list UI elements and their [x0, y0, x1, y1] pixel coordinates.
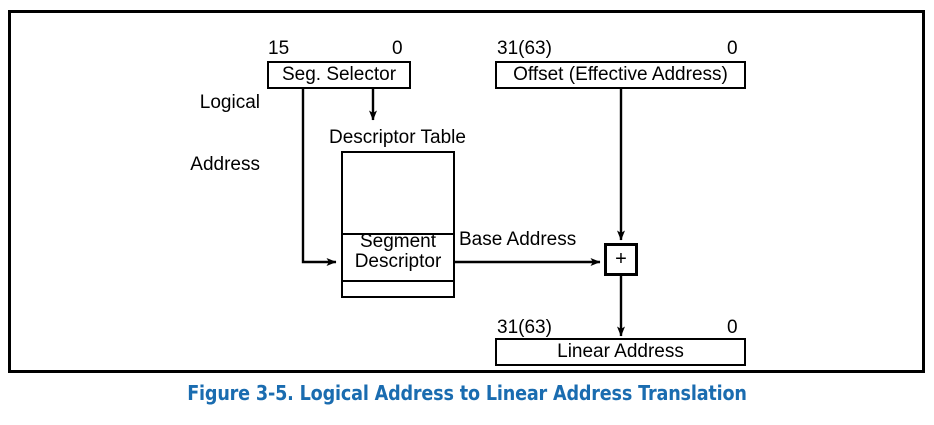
segment-descriptor-line1: Segment [359, 231, 437, 252]
seg-selector-box: Seg. Selector [267, 61, 411, 89]
logical-address-label-line1: Logical [199, 91, 260, 113]
offset-bit-low: 0 [727, 38, 738, 59]
descriptor-table-title: Descriptor Table [329, 127, 466, 148]
linear-address-box: Linear Address [495, 338, 746, 366]
base-address-label: Base Address [459, 229, 577, 250]
offset-box: Offset (Effective Address) [495, 61, 746, 89]
segment-descriptor-line2: Descriptor [354, 250, 442, 272]
figure-border [8, 10, 925, 373]
logical-address-label-line2: Address [190, 154, 260, 176]
segment-descriptor-row: Segment Descriptor [341, 232, 455, 272]
seg-selector-bit-low: 0 [392, 38, 403, 59]
figure-caption: Figure 3-5. Logical Address to Linear Ad… [187, 381, 747, 405]
adder-box: + [604, 243, 638, 276]
descriptor-table-box [341, 151, 455, 298]
offset-bit-high: 31(63) [497, 38, 552, 59]
descriptor-table-divider-top [343, 233, 453, 235]
descriptor-table-divider-bottom [343, 280, 453, 282]
seg-selector-bit-high: 15 [268, 38, 290, 59]
logical-address-label: Logical Address [186, 51, 260, 218]
linear-address-bit-high: 31(63) [497, 317, 552, 338]
linear-address-bit-low: 0 [727, 317, 738, 338]
